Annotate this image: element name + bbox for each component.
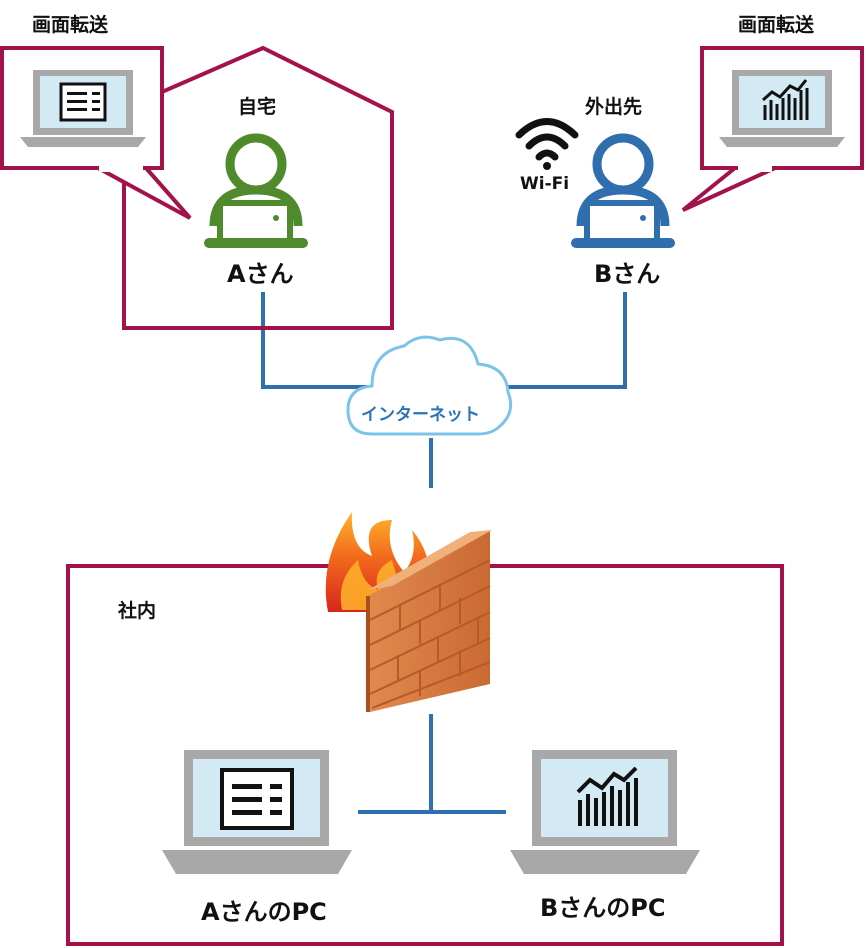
document-screen-icon: [59, 82, 107, 122]
firewall-icon: [325, 512, 492, 712]
laptop-small-left: [20, 70, 146, 147]
internet-label: インターネット: [361, 405, 480, 425]
cloud-icon: [346, 335, 513, 436]
document-screen-icon: [220, 768, 294, 830]
pc-a-label: AさんのPC: [201, 898, 327, 926]
chart-screen-icon: [576, 766, 638, 826]
screen-transfer-label-left: 画面転送: [32, 14, 109, 36]
laptop-small-right: [719, 70, 845, 147]
connection-lines: [261, 292, 627, 814]
line-b-to-internet: [470, 292, 627, 389]
wifi-icon: [515, 118, 579, 170]
office-frame: [66, 564, 784, 946]
outside-label: 外出先: [585, 96, 643, 118]
line-a-to-internet: [261, 292, 400, 389]
wifi-label: Wi-Fi: [520, 174, 570, 194]
user-b-icon: [571, 133, 675, 248]
pc-b-label: BさんのPC: [540, 894, 666, 922]
user-a-icon: [204, 133, 308, 248]
user-a-label: Aさん: [227, 260, 294, 288]
user-b-label: Bさん: [594, 260, 661, 288]
callout-left: [0, 46, 192, 220]
laptop-pc-b: [510, 750, 700, 874]
chart-screen-icon: [762, 79, 809, 120]
office-label: 社内: [118, 600, 157, 622]
screen-transfer-label-right: 画面転送: [738, 14, 815, 36]
home-label: 自宅: [238, 96, 277, 118]
laptop-pc-a: [162, 750, 352, 874]
